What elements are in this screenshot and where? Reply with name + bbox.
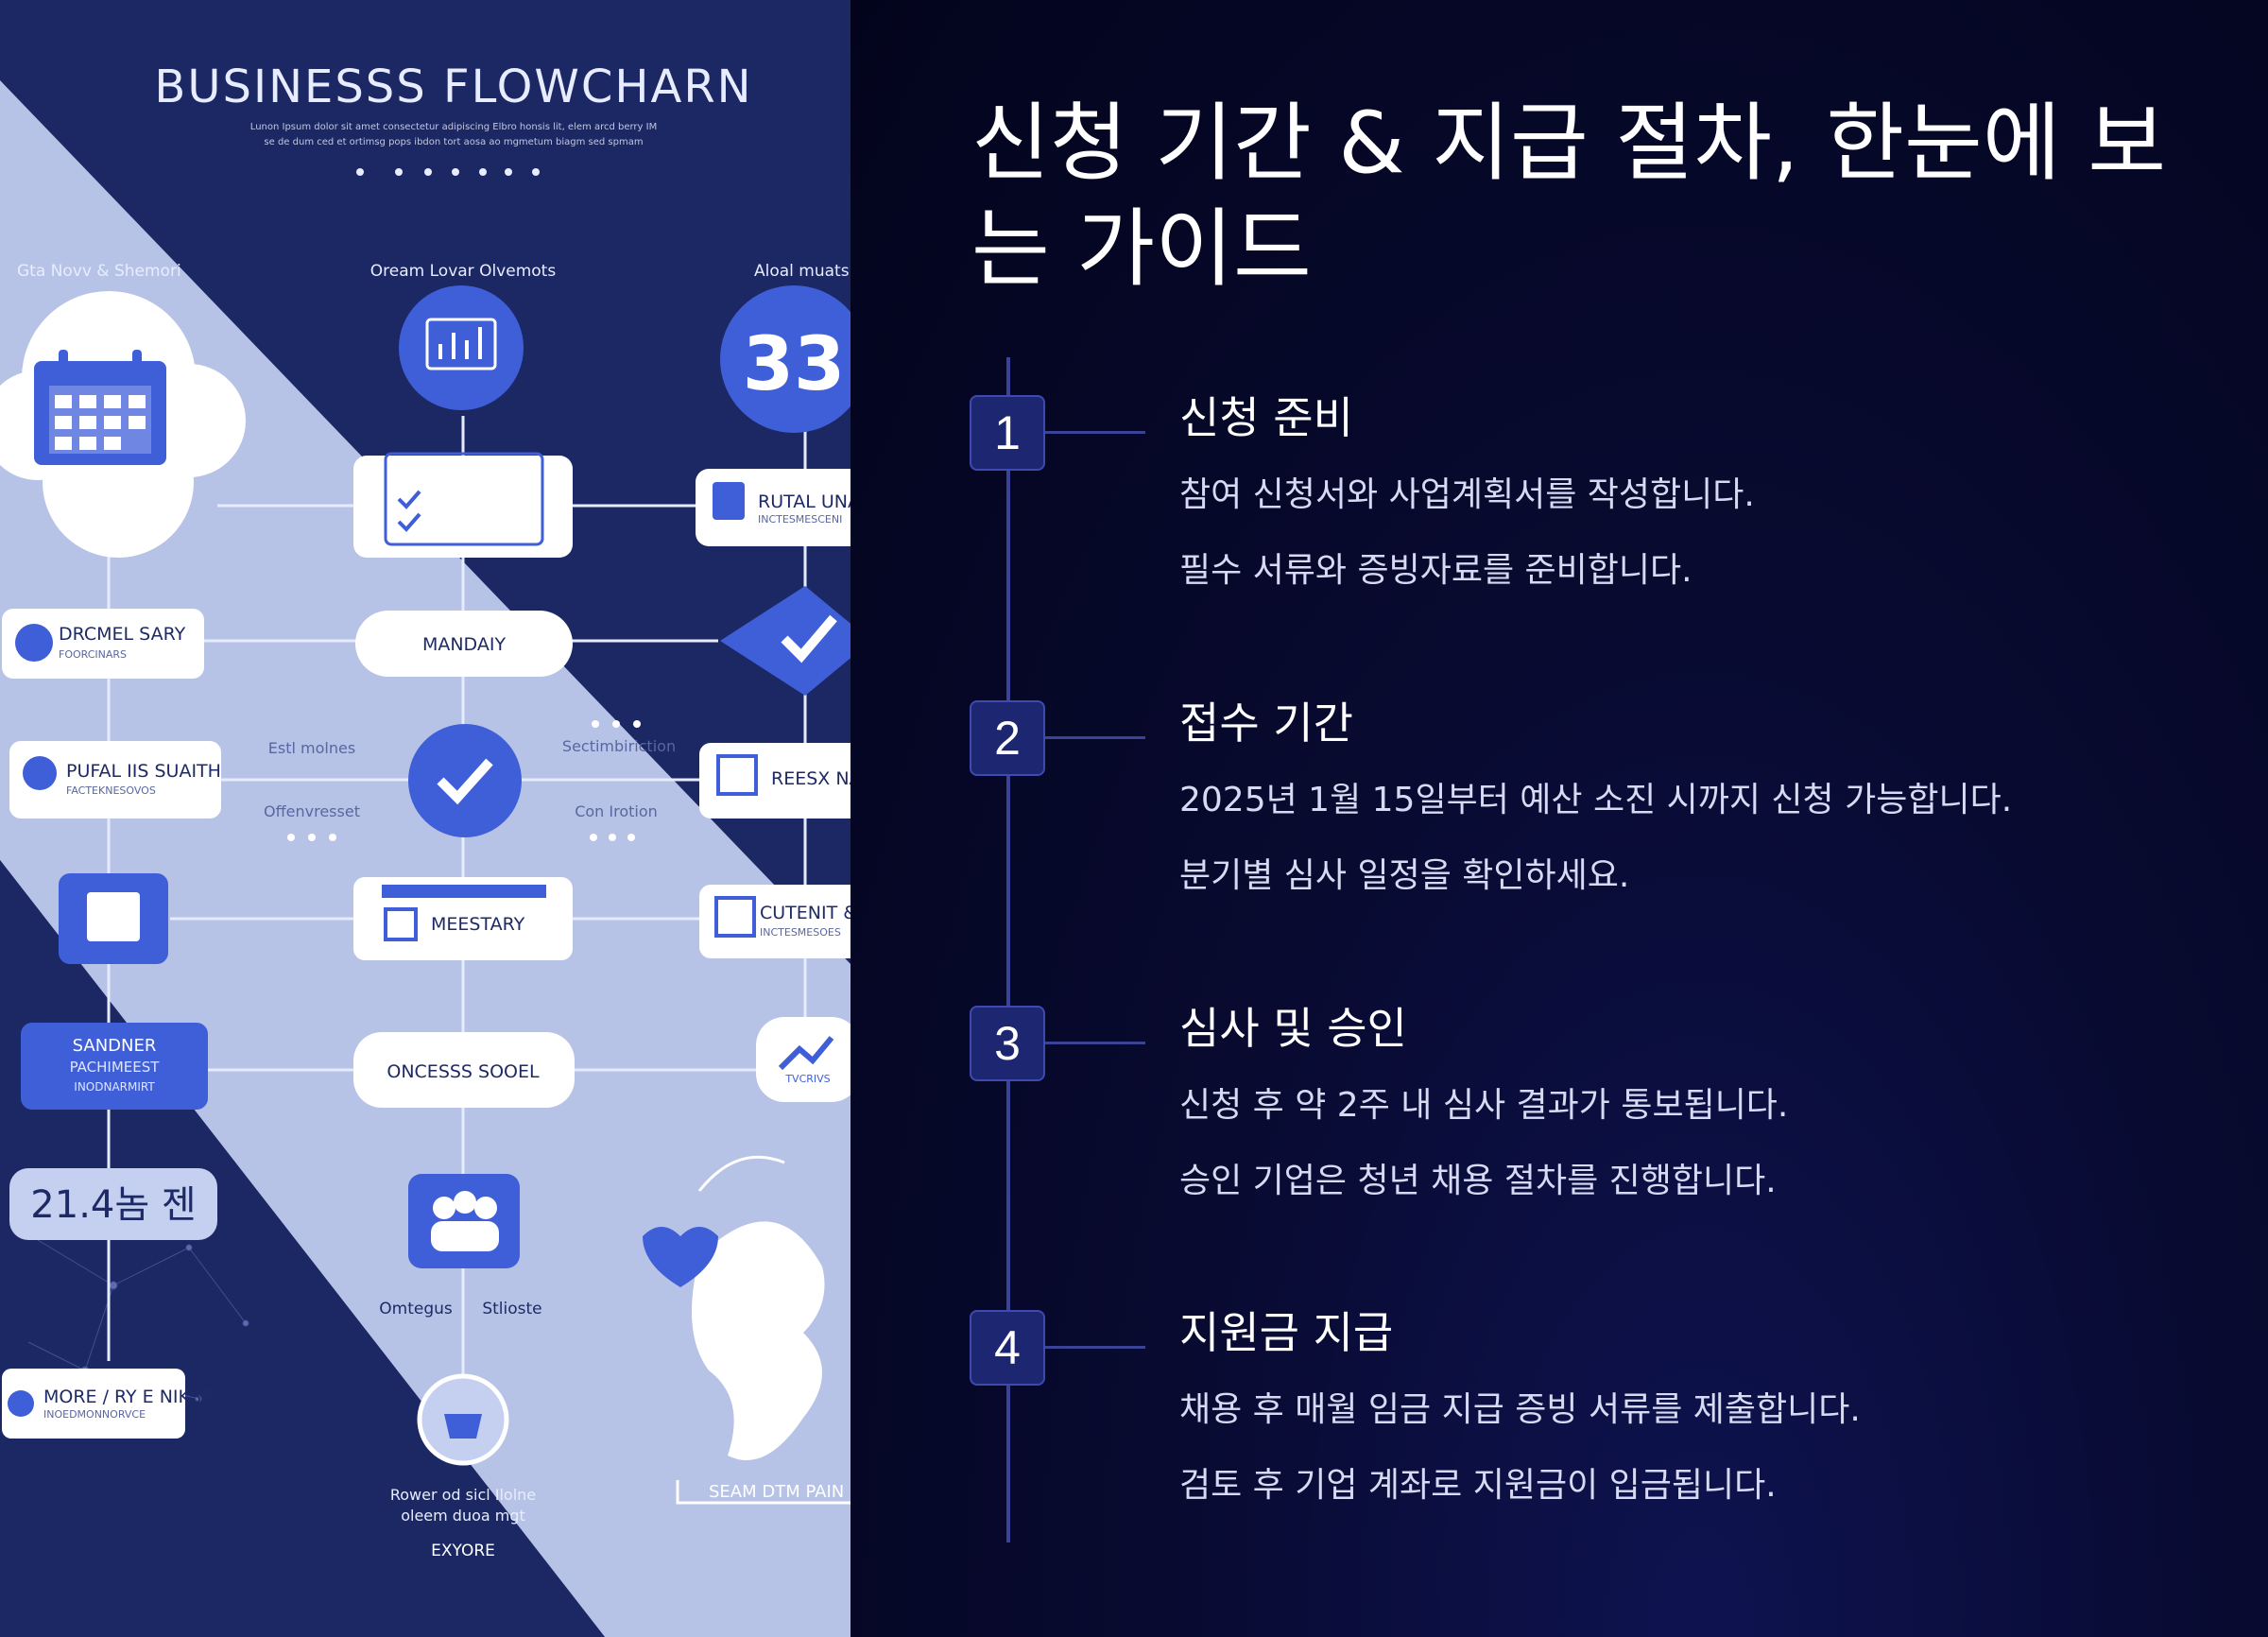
cutenit-sublabel: INCTESMESOES: [760, 926, 841, 939]
step-2-number-badge: 2: [970, 700, 1045, 776]
reesx-node: REESX NA: [699, 743, 850, 818]
mandatory-node: MANDAIY: [355, 611, 573, 677]
label-top-right: Aloal muats: [754, 262, 850, 281]
step-2-title: 접수 기간: [1179, 698, 1353, 749]
guide-panel: 신청 기간 & 지급 절차, 한눈에 보는 가이드 1 신청 준비 참여 신청서…: [850, 0, 2268, 1637]
step-3-connector: [1045, 1042, 1145, 1044]
step-4-connector: [1045, 1346, 1145, 1349]
oncess-node: ONCESSS SOOEL: [353, 1032, 575, 1108]
sandner-sublabel-2: INODNARMIRT: [74, 1080, 155, 1094]
chart-blob-node: [399, 285, 524, 410]
section-label: Sectimbiriction: [562, 737, 676, 755]
illustration-subtitle-1: Lunon Ipsum dolor sit amet consectetur a…: [250, 122, 657, 132]
conlrotion-label: Con Irotion: [575, 802, 658, 820]
oncess-label: ONCESSS SOOEL: [387, 1061, 540, 1082]
cloud-calendar-node: [0, 291, 246, 558]
omtegus-label: Omtegus: [379, 1300, 453, 1318]
stat-node: 21.4놈 젠: [9, 1168, 217, 1240]
meestary-node: MEESTARY: [353, 877, 573, 960]
small-calendar-node: [59, 873, 168, 964]
sandner-node: SANDNER PACHIMEEST INODNARMIRT: [21, 1023, 208, 1110]
pufal-sublabel: FACTEKNESOVOS: [66, 784, 156, 797]
badge-number: 33: [743, 322, 846, 407]
page-title: 신청 기간 & 지급 절차, 한눈에 보는 가이드: [971, 94, 2167, 299]
dreamel-sublabel: FOORCINARS: [59, 648, 127, 661]
face-heart-decoration: [643, 1155, 825, 1460]
calendar-check-node: [353, 452, 573, 558]
label-top-center: Oream Lovar Olvemots: [370, 262, 557, 281]
offen-label: Offenvresset: [264, 802, 360, 820]
ellipsis-dots: [287, 720, 641, 841]
rower-line-2: oleem duoa mgt: [401, 1507, 525, 1525]
step-2-line-1: 2025년 1월 15일부터 예산 소진 시까지 신청 가능합니다.: [1179, 781, 2013, 819]
dreamel-node: DRCMEL SARY FOORCINARS: [2, 609, 204, 679]
morey-node: MORE / RY E NIKSR INOEDMONNORVCE: [2, 1369, 214, 1439]
step-3-title: 심사 및 승인: [1179, 1003, 1407, 1054]
meestary-label: MEESTARY: [431, 914, 525, 935]
step-3-number-badge: 3: [970, 1006, 1045, 1081]
cutenit-label: CUTENIT & M: [760, 903, 850, 923]
basket-node: [417, 1373, 509, 1466]
timeline-line: [1006, 357, 1010, 1542]
rural-label: RUTAL UNAI: [758, 491, 850, 512]
illustration-subtitle-2: se de dum ced et ortimsg pops ibdon tort…: [264, 137, 643, 147]
title-dots: [356, 168, 540, 176]
people-node: [408, 1174, 520, 1268]
step-1-line-2: 필수 서류와 증빙자료를 준비합니다.: [1179, 551, 1692, 590]
mandatory-label: MANDAIY: [422, 634, 507, 655]
morey-label: MORE / RY E NIKSR: [43, 1387, 214, 1407]
exyore-label: EXYORE: [431, 1542, 495, 1560]
rural-sublabel: INCTESMESCENI: [758, 513, 842, 526]
step-4-line-2: 검토 후 기업 계좌로 지원금이 입금됩니다.: [1179, 1466, 1777, 1505]
trend-node: TVCRIVS: [756, 1017, 850, 1102]
step-2: 2 접수 기간 2025년 1월 15일부터 예산 소진 시까지 신청 가능합니…: [850, 698, 2268, 946]
number-badge-node: 33: [720, 285, 850, 433]
sandner-label: SANDNER: [73, 1036, 157, 1056]
step-4-number-badge: 4: [970, 1310, 1045, 1386]
trend-label: TVCRIVS: [784, 1073, 830, 1085]
seam-label: SEAM DTM PAIN: [709, 1482, 844, 1502]
step-3: 3 심사 및 승인 신청 후 약 2주 내 심사 결과가 통보됩니다. 승인 기…: [850, 1003, 2268, 1251]
flowchart-illustration: BUSINESSS FLOWCHARN Lunon Ipsum dolor si…: [0, 0, 850, 1637]
step-1-number-badge: 1: [970, 395, 1045, 471]
step-4-title: 지원금 지급: [1179, 1307, 1394, 1358]
sandner-sublabel-1: PACHIMEEST: [70, 1059, 161, 1076]
label-top-left: Gta Novv & Shemori: [17, 262, 181, 281]
dreamel-label: DRCMEL SARY: [59, 624, 186, 645]
stat-value: 21.4놈 젠: [30, 1183, 196, 1227]
step-2-connector: [1045, 736, 1145, 739]
estl-label: Estl molnes: [268, 739, 355, 757]
step-1: 1 신청 준비 참여 신청서와 사업계획서를 작성합니다. 필수 서류와 증빙자…: [850, 392, 2268, 641]
stlioste-label: Stlioste: [482, 1300, 541, 1318]
step-4: 4 지원금 지급 채용 후 매월 임금 지급 증빙 서류를 제출합니다. 검토 …: [850, 1307, 2268, 1556]
morey-sublabel: INOEDMONNORVCE: [43, 1408, 146, 1421]
illustration-title: BUSINESSS FLOWCHARN: [154, 60, 752, 113]
step-1-title: 신청 준비: [1179, 392, 1353, 443]
cutenit-node: CUTENIT & M INCTESMESOES: [699, 885, 850, 958]
rower-line-1: Rower od sicl Ilolne: [390, 1486, 536, 1504]
pufal-label: PUFAL IIS SUAITH: [66, 761, 221, 782]
pufal-node: PUFAL IIS SUAITH FACTEKNESOVOS: [9, 741, 221, 818]
step-1-line-1: 참여 신청서와 사업계획서를 작성합니다.: [1179, 475, 1755, 514]
diamond-check-node: [720, 586, 850, 696]
step-3-line-2: 승인 기업은 청년 채용 절차를 진행합니다.: [1179, 1162, 1777, 1200]
step-3-line-1: 신청 후 약 2주 내 심사 결과가 통보됩니다.: [1179, 1086, 1789, 1125]
step-2-line-2: 분기별 심사 일정을 확인하세요.: [1179, 856, 1630, 895]
flowchart-illustration-svg: BUSINESSS FLOWCHARN Lunon Ipsum dolor si…: [0, 0, 850, 1637]
rural-node: RUTAL UNAI INCTESMESCENI: [696, 469, 850, 546]
step-1-connector: [1045, 431, 1145, 434]
reesx-label: REESX NA: [771, 768, 850, 789]
center-check-node: [408, 724, 522, 837]
step-4-line-1: 채용 후 매월 임금 지급 증빙 서류를 제출합니다.: [1179, 1390, 1861, 1429]
